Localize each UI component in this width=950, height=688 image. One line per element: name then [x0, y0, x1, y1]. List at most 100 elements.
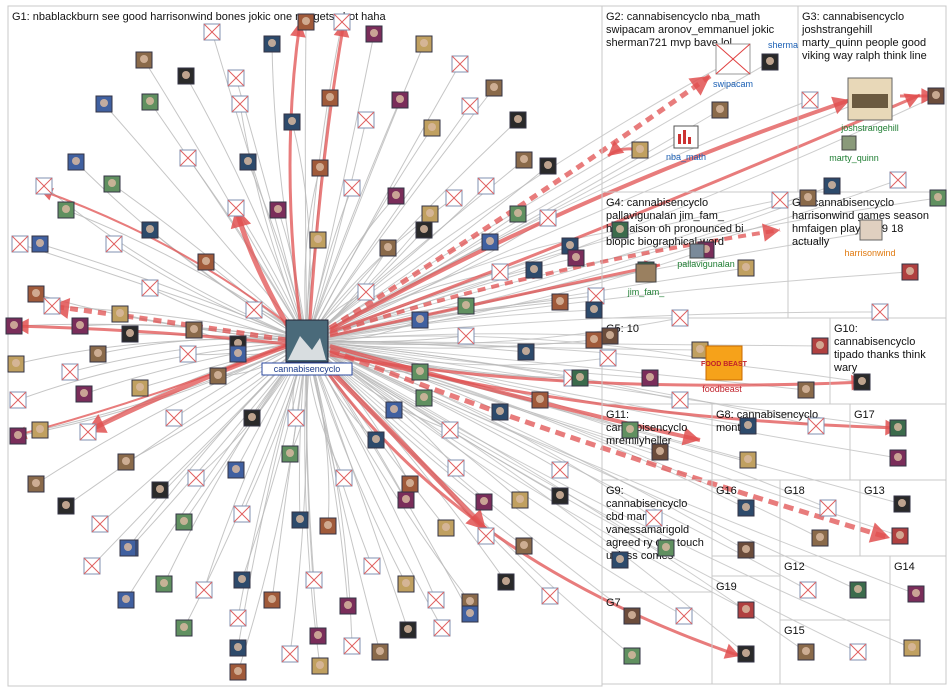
- avatar-node[interactable]: [399, 621, 417, 639]
- avatar-node[interactable]: [889, 419, 907, 437]
- avatar-node[interactable]: [929, 189, 947, 207]
- avatar-node[interactable]: [281, 445, 299, 463]
- avatar-node[interactable]: [511, 491, 529, 509]
- avatar-node[interactable]: [291, 511, 309, 529]
- missing-avatar-node[interactable]: [599, 349, 617, 367]
- missing-avatar-node[interactable]: [451, 55, 469, 73]
- avatar-node[interactable]: [155, 575, 173, 593]
- avatar-node[interactable]: [485, 79, 503, 97]
- avatar-node[interactable]: [197, 253, 215, 271]
- missing-avatar-node[interactable]: [447, 459, 465, 477]
- avatar-node[interactable]: [31, 421, 49, 439]
- avatar-node[interactable]: [601, 327, 619, 345]
- avatar-node[interactable]: [515, 537, 533, 555]
- avatar-node[interactable]: [491, 403, 509, 421]
- avatar-node[interactable]: [571, 369, 589, 387]
- avatar-node[interactable]: [367, 431, 385, 449]
- avatar-node[interactable]: [811, 529, 829, 547]
- avatar-node[interactable]: [339, 597, 357, 615]
- avatar-node[interactable]: [141, 221, 159, 239]
- missing-avatar-node[interactable]: [245, 301, 263, 319]
- avatar-node[interactable]: [103, 175, 121, 193]
- avatar-node[interactable]: [623, 647, 641, 665]
- avatar-node[interactable]: [283, 113, 301, 131]
- avatar-node[interactable]: [421, 205, 439, 223]
- missing-avatar-node[interactable]: [335, 469, 353, 487]
- hub-node[interactable]: cannabisencyclo: [261, 319, 353, 376]
- avatar-node[interactable]: [397, 575, 415, 593]
- avatar-node[interactable]: [623, 607, 641, 625]
- missing-avatar-node[interactable]: [187, 469, 205, 487]
- missing-avatar-node[interactable]: [477, 527, 495, 545]
- avatar-node[interactable]: [415, 35, 433, 53]
- avatar-node[interactable]: [5, 317, 23, 335]
- avatar-node[interactable]: [585, 331, 603, 349]
- avatar-node[interactable]: [531, 391, 549, 409]
- missing-avatar-node[interactable]: [179, 149, 197, 167]
- avatar-node[interactable]: [135, 51, 153, 69]
- avatar-node[interactable]: [31, 235, 49, 253]
- missing-avatar-node[interactable]: [165, 409, 183, 427]
- missing-avatar-node[interactable]: [445, 189, 463, 207]
- avatar-node[interactable]: [297, 13, 315, 31]
- missing-avatar-node[interactable]: [357, 111, 375, 129]
- avatar-node[interactable]: [319, 517, 337, 535]
- missing-avatar-node[interactable]: [551, 461, 569, 479]
- avatar-node[interactable]: [151, 481, 169, 499]
- avatar-node[interactable]: [27, 475, 45, 493]
- avatar-node[interactable]: [853, 373, 871, 391]
- avatar-node[interactable]: [401, 475, 419, 493]
- avatar-node[interactable]: [509, 205, 527, 223]
- avatar-node[interactable]: [739, 417, 757, 435]
- node-pallavigunalan[interactable]: pallavigunalan: [677, 243, 735, 269]
- avatar-node[interactable]: [131, 379, 149, 397]
- avatar-node[interactable]: [585, 301, 603, 319]
- avatar-node[interactable]: [391, 91, 409, 109]
- avatar-node[interactable]: [111, 305, 129, 323]
- avatar-node[interactable]: [481, 233, 499, 251]
- avatar-node[interactable]: [551, 487, 569, 505]
- missing-avatar-node[interactable]: [849, 643, 867, 661]
- missing-avatar-node[interactable]: [61, 363, 79, 381]
- avatar-node[interactable]: [739, 451, 757, 469]
- missing-avatar-node[interactable]: [871, 303, 889, 321]
- avatar-node[interactable]: [209, 367, 227, 385]
- node-joshstrangehill[interactable]: joshstrangehill: [840, 77, 899, 133]
- avatar-node[interactable]: [185, 321, 203, 339]
- avatar-node[interactable]: [117, 453, 135, 471]
- avatar-node[interactable]: [7, 355, 25, 373]
- missing-avatar-node[interactable]: [227, 199, 245, 217]
- missing-avatar-node[interactable]: [141, 279, 159, 297]
- missing-avatar-node[interactable]: [357, 283, 375, 301]
- avatar-node[interactable]: [927, 87, 945, 105]
- avatar-node[interactable]: [175, 513, 193, 531]
- missing-avatar-node[interactable]: [889, 171, 907, 189]
- missing-avatar-node[interactable]: [233, 505, 251, 523]
- avatar-node[interactable]: [117, 591, 135, 609]
- avatar-node[interactable]: [411, 363, 429, 381]
- avatar-node[interactable]: [75, 385, 93, 403]
- avatar-node[interactable]: [57, 201, 75, 219]
- avatar-node[interactable]: [893, 495, 911, 513]
- node-nba-math[interactable]: nba_math: [666, 125, 706, 162]
- missing-avatar-node[interactable]: [281, 645, 299, 663]
- avatar-node[interactable]: [311, 657, 329, 675]
- avatar-node[interactable]: [517, 343, 535, 361]
- avatar-node[interactable]: [397, 491, 415, 509]
- avatar-node[interactable]: [509, 111, 527, 129]
- avatar-node[interactable]: [233, 571, 251, 589]
- missing-avatar-node[interactable]: [203, 23, 221, 41]
- avatar-node[interactable]: [611, 221, 629, 239]
- avatar-node[interactable]: [9, 427, 27, 445]
- missing-avatar-node[interactable]: [491, 263, 509, 281]
- avatar-node[interactable]: [611, 551, 629, 569]
- missing-avatar-node[interactable]: [427, 591, 445, 609]
- missing-avatar-node[interactable]: [477, 177, 495, 195]
- missing-avatar-node[interactable]: [179, 345, 197, 363]
- avatar-node[interactable]: [67, 153, 85, 171]
- avatar-node[interactable]: [539, 157, 557, 175]
- avatar-node[interactable]: [423, 119, 441, 137]
- avatar-node[interactable]: [797, 643, 815, 661]
- avatar-node[interactable]: [321, 89, 339, 107]
- missing-avatar-node[interactable]: [287, 409, 305, 427]
